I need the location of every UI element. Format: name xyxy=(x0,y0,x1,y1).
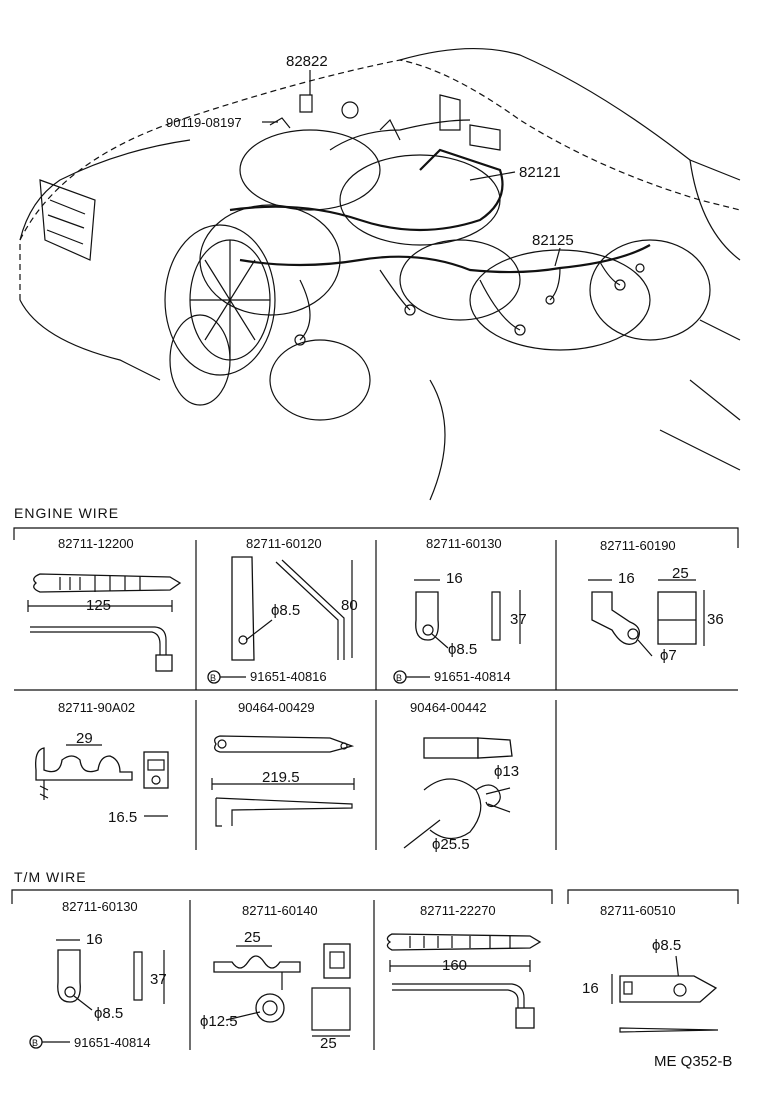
dim-phi-13: ϕ13 xyxy=(494,763,519,780)
part-82711-12200: 82711-12200 125 xyxy=(27,536,182,672)
part-number: 82711-60140 xyxy=(242,903,318,918)
bolt-marker: B xyxy=(32,1038,38,1048)
part-number: 82711-60130 xyxy=(62,899,138,914)
dim-36: 36 xyxy=(707,611,724,628)
dim-16: 16 xyxy=(86,931,103,948)
dim-16: 16 xyxy=(582,980,599,997)
dim-16: 16 xyxy=(446,570,463,587)
tm-part-82711-60510: 82711-60510 ϕ8.5 16 xyxy=(582,903,719,1033)
callout-82121: 82121 xyxy=(519,164,561,181)
dim-phi-8-5: ϕ8.5 xyxy=(448,641,477,658)
part-82711-90A02: 82711-90A02 29 16.5 xyxy=(35,700,169,826)
part-number: 82711-60130 xyxy=(426,536,502,551)
dim-phi-7: ϕ7 xyxy=(660,647,677,664)
dim-16: 16 xyxy=(618,570,635,587)
tm-part-82711-60130: 82711-60130 16 37 ϕ8.5 B 91651-40814 xyxy=(29,899,167,1050)
dim-160: 160 xyxy=(442,957,467,974)
tm-wire-frame xyxy=(11,889,739,1050)
dim-phi-25-5: ϕ25.5 xyxy=(432,836,470,853)
part-number: 82711-60120 xyxy=(246,536,322,551)
dim-phi-8-5: ϕ8.5 xyxy=(94,1005,123,1022)
part-number: 90464-00429 xyxy=(238,700,315,715)
engine-wire-frame xyxy=(13,527,739,850)
dim-37: 37 xyxy=(150,971,167,988)
part-82711-60130: 82711-60130 16 37 ϕ8.5 B 91651-40814 xyxy=(393,536,527,684)
part-82711-60120: 82711-60120 80 ϕ8.5 B 91651-40816 xyxy=(207,536,358,684)
dim-25: 25 xyxy=(672,565,689,582)
part-82711-60190: 82711-60190 16 25 36 ϕ7 xyxy=(588,538,724,664)
part-number: 82711-60190 xyxy=(600,538,676,553)
bolt-marker: B xyxy=(396,673,402,683)
dim-16-5: 16.5 xyxy=(108,809,137,826)
dim-25-bottom: 25 xyxy=(320,1035,337,1052)
dim-125: 125 xyxy=(86,597,111,614)
part-90464-00429: 90464-00429 219.5 xyxy=(211,700,355,827)
dim-25: 25 xyxy=(244,929,261,946)
dim-phi-8-5: ϕ8.5 xyxy=(271,602,300,619)
dim-37: 37 xyxy=(510,611,527,628)
diagram-code: ME Q352-B xyxy=(654,1053,732,1070)
part-number: 82711-60510 xyxy=(600,903,676,918)
callout-82822: 82822 xyxy=(286,53,328,70)
dim-219-5: 219.5 xyxy=(262,769,300,786)
dim-phi-8-5: ϕ8.5 xyxy=(652,937,681,954)
bolt-part-number: 91651-40816 xyxy=(250,669,327,684)
callout-82125: 82125 xyxy=(532,232,574,249)
engine-bay-illustration xyxy=(19,47,741,501)
part-number: 82711-12200 xyxy=(58,536,134,551)
tm-part-82711-60140: 82711-60140 25 ϕ12.5 25 xyxy=(200,903,351,1052)
section-title-engine-wire: ENGINE WIRE xyxy=(14,505,119,521)
section-title-tm-wire: T/M WIRE xyxy=(14,869,87,885)
part-number: 82711-90A02 xyxy=(58,700,135,715)
bolt-part-number: 91651-40814 xyxy=(434,669,511,684)
tm-part-82711-22270: 82711-22270 160 xyxy=(386,903,542,1029)
callout-90119-08197: 90119-08197 xyxy=(166,115,242,130)
part-number: 82711-22270 xyxy=(420,903,496,918)
dim-80: 80 xyxy=(341,597,358,614)
bolt-marker: B xyxy=(210,673,216,683)
dim-phi-12-5: ϕ12.5 xyxy=(200,1013,238,1030)
part-90464-00442: 90464-00442 ϕ13 ϕ25.5 xyxy=(403,700,519,853)
bolt-part-number: 91651-40814 xyxy=(74,1035,151,1050)
dim-29: 29 xyxy=(76,730,93,747)
part-number: 90464-00442 xyxy=(410,700,487,715)
